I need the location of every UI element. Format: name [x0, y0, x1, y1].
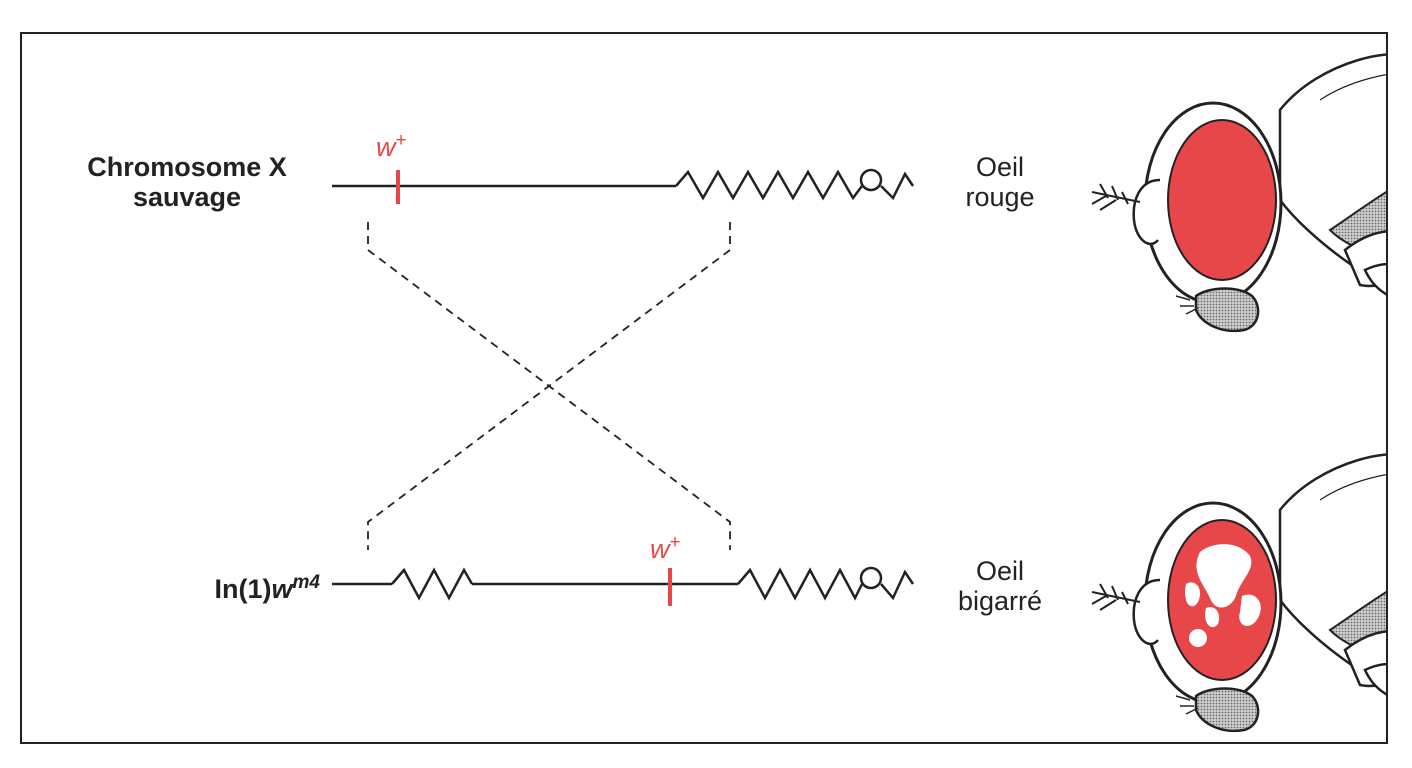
- fly-head-red-eye-icon: [1091, 53, 1386, 333]
- mottled-eye-phenotype-label: Oeil bigarré: [940, 556, 1060, 616]
- inversion-chromosome-label: In(1)wm4: [140, 568, 320, 604]
- wild-type-chromosome-label: Chromosome X sauvage: [52, 152, 322, 212]
- inversion-gene-label: w+: [650, 532, 681, 565]
- centromere: [859, 566, 883, 590]
- wild-type-chromosome: [332, 168, 915, 204]
- heterochromatin-zigzag: [675, 169, 863, 201]
- inverted-heterochromatin-zigzag: [391, 567, 474, 601]
- gene-label-plus: +: [395, 130, 407, 151]
- inversion-label-sup: m4: [292, 572, 320, 593]
- mottled-eye-label-line1: Oeil: [975, 556, 1024, 586]
- gene-label-plus: +: [669, 532, 681, 553]
- gene-label-w: w: [376, 132, 396, 162]
- inversion-cross-lines: [367, 222, 731, 550]
- centromere: [859, 168, 883, 192]
- gene-label-w: w: [650, 534, 670, 564]
- wild-type-label-line1: Chromosome X: [87, 152, 287, 182]
- red-eye-label-line2: rouge: [965, 182, 1035, 212]
- heterochromatin-zigzag: [737, 567, 864, 601]
- inversion-chromosome: [332, 566, 915, 606]
- fly-head-mottled-eye-icon: [1091, 453, 1386, 733]
- wild-type-gene-label: w+: [376, 130, 407, 163]
- wild-type-label-line2: sauvage: [132, 182, 242, 212]
- inversion-label-w: w: [271, 574, 293, 604]
- inversion-label-prefix: In(1): [214, 574, 272, 604]
- red-eye-label-line1: Oeil: [975, 152, 1024, 182]
- mottled-eye-label-line2: bigarré: [957, 586, 1043, 616]
- red-eye-phenotype-label: Oeil rouge: [940, 152, 1060, 212]
